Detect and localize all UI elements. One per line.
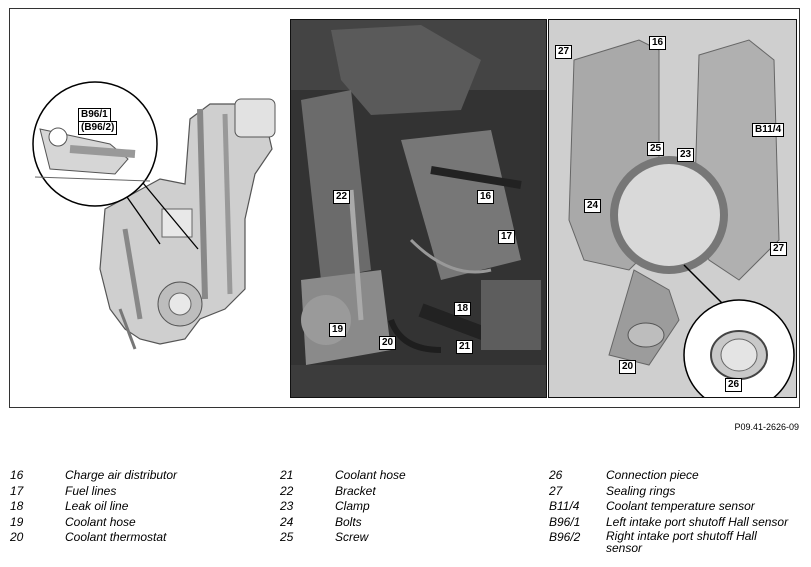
legend-description: Coolant temperature sensor (606, 499, 755, 513)
manifold-photo (549, 20, 796, 397)
legend-description: Leak oil line (65, 499, 129, 513)
legend-number: 27 (549, 483, 563, 498)
legend-description: Screw (335, 530, 369, 544)
legend-item: 25 Screw (280, 530, 550, 546)
legend-description: Left intake port shutoff Hall sensor (606, 514, 789, 529)
legend-number: 16 (10, 468, 24, 482)
callout-17: 17 (498, 230, 516, 244)
legend-number: B96/1 (549, 514, 581, 529)
legend-number: 26 (549, 468, 563, 482)
callout-19: 19 (329, 323, 347, 337)
legend-description: Fuel lines (65, 483, 117, 498)
legend-number: 22 (280, 483, 294, 498)
legend-item: B96/1 Left intake port shutoff Hall senso… (549, 515, 804, 531)
legend-column-1: 16 Charge air distributor 17 Fuel lines 18… (10, 468, 280, 546)
legend-item: B96/2 Right intake port shutoff Hall sens… (549, 530, 804, 558)
left-illustration-panel: B96/1 (B96/2) (10, 9, 290, 407)
manifold-left-drawing (32, 81, 276, 350)
legend-number: 20 (10, 530, 24, 544)
callout-24: 24 (584, 199, 602, 213)
callout-b11-4: B11/4 (752, 123, 785, 137)
legend-number: 23 (280, 499, 294, 513)
legend-column-3: 26 Connection piece 27 Sealing rings B11/4… (549, 468, 804, 558)
callout-16: 16 (477, 190, 495, 204)
engine-photo-panel: 22 16 17 18 19 20 21 (290, 19, 547, 398)
manifold-photo-panel: 27 16 25 23 24 B11/4 27 20 26 (548, 19, 797, 398)
legend-item: 23 Clamp (280, 499, 550, 515)
callout-27-bottom: 27 (770, 242, 788, 256)
legend-item: 27 Sealing rings (549, 484, 804, 500)
legend-number: 18 (10, 499, 24, 513)
legend-description: Coolant hose (335, 468, 406, 482)
figure-frame: B96/1 (B96/2) 22 16 17 18 19 20 21 (9, 8, 800, 408)
legend-item: 22 Bracket (280, 484, 550, 500)
legend-description: Charge air distributor (65, 468, 178, 482)
callout-16-right: 16 (649, 36, 667, 50)
legend-description: Bolts (335, 514, 362, 529)
legend-number: 21 (280, 468, 294, 482)
legend-item: 26 Connection piece (549, 468, 804, 484)
callout-21: 21 (456, 340, 474, 354)
callout-22: 22 (333, 190, 351, 204)
legend-item: 19 Coolant hose (10, 515, 280, 531)
callout-20-right: 20 (619, 360, 637, 374)
legend-description: Sealing rings (606, 483, 676, 498)
callout-25: 25 (647, 142, 665, 156)
legend-description: Connection piece (606, 468, 699, 482)
legend-description: Coolant hose (65, 514, 136, 529)
callout-26: 26 (725, 378, 743, 392)
legend-item: 21 Coolant hose (280, 468, 550, 484)
legend-description: Clamp (335, 499, 370, 513)
legend-item: 24 Bolts (280, 515, 550, 531)
legend-description: Coolant thermostat (65, 530, 167, 544)
figure-reference-code: P09.41-2626-09 (734, 422, 799, 432)
legend-item: 20 Coolant thermostat (10, 530, 280, 546)
legend-number: 17 (10, 483, 24, 498)
legend-number: 19 (10, 514, 24, 529)
legend-description: Right intake port shutoff Hall sensor (606, 529, 757, 555)
legend-item: 16 Charge air distributor (10, 468, 280, 484)
callout-23: 23 (677, 148, 695, 162)
legend-item: B11/4 Coolant temperature sensor (549, 499, 804, 515)
legend-item: 18 Leak oil line (10, 499, 280, 515)
callout-20: 20 (379, 336, 397, 350)
legend-number: 25 (280, 530, 294, 544)
callout-27-top: 27 (555, 45, 573, 59)
legend-number: B96/2 (549, 530, 581, 544)
legend-column-2: 21 Coolant hose 22 Bracket 23 Clamp 24 Bolts… (280, 468, 550, 546)
callout-b96-2: (B96/2) (78, 121, 118, 135)
callout-18: 18 (454, 302, 472, 316)
legend-item: 17 Fuel lines (10, 484, 280, 500)
legend-description: Bracket (335, 483, 376, 498)
legend-number: 24 (280, 514, 294, 529)
engine-photo (291, 20, 546, 397)
legend-number: B11/4 (549, 499, 580, 513)
callout-b96-1: B96/1 (78, 108, 111, 122)
